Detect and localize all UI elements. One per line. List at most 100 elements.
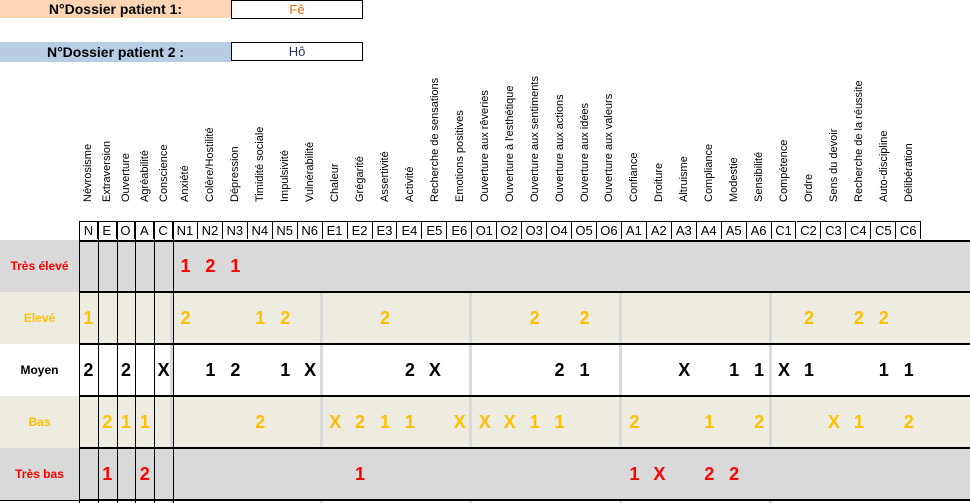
- score-cell[interactable]: 1: [280, 360, 291, 380]
- column-code: O5: [572, 221, 597, 239]
- score-cell[interactable]: 2: [579, 308, 590, 328]
- score-cell[interactable]: 2: [754, 412, 765, 432]
- score-cell[interactable]: 2: [903, 412, 914, 432]
- column-code: N: [79, 221, 98, 239]
- row-band: [79, 448, 970, 500]
- score-cell[interactable]: 2: [529, 308, 540, 328]
- score-cell[interactable]: X: [653, 464, 666, 484]
- column-code: N2: [197, 221, 223, 239]
- score-cell[interactable]: X: [503, 412, 516, 432]
- score-cell[interactable]: 1: [554, 412, 565, 432]
- score-cell[interactable]: 1: [878, 360, 889, 380]
- score-cell[interactable]: 1: [139, 412, 150, 432]
- column-header-label: Modestie: [728, 157, 741, 202]
- score-cell[interactable]: 1: [529, 412, 540, 432]
- column-header: Ordre: [797, 0, 822, 218]
- column-code: E2: [347, 221, 373, 239]
- column-header: Ouverture: [117, 0, 136, 218]
- column-header: Ouverture aux sentiments: [522, 0, 547, 218]
- score-cell[interactable]: 2: [280, 308, 291, 328]
- score-cell[interactable]: 1: [629, 464, 640, 484]
- patient2-value[interactable]: Hô: [231, 42, 363, 61]
- score-cell[interactable]: 2: [139, 464, 150, 484]
- score-cell[interactable]: X: [453, 412, 466, 432]
- score-cell[interactable]: 2: [729, 464, 740, 484]
- column-header-label: Vulnérabilité: [304, 141, 317, 202]
- column-header-label: Ouverture aux rêveries: [478, 90, 491, 202]
- column-code: O6: [596, 221, 622, 239]
- patient1-value[interactable]: Fê: [231, 0, 363, 19]
- score-cell[interactable]: 1: [180, 256, 191, 276]
- score-cell[interactable]: X: [329, 412, 342, 432]
- group-separator: [170, 240, 173, 503]
- column-header-label: Compétence: [778, 139, 791, 202]
- score-cell[interactable]: 1: [205, 360, 216, 380]
- score-cell[interactable]: 2: [205, 256, 216, 276]
- score-cell[interactable]: 2: [230, 360, 241, 380]
- column-header-label: Sens du devoir: [827, 128, 840, 202]
- score-cell[interactable]: 1: [255, 308, 266, 328]
- score-cell[interactable]: 1: [230, 256, 241, 276]
- grid-hline: [0, 395, 970, 397]
- column-header: Compliance: [697, 0, 722, 218]
- score-cell[interactable]: 2: [878, 308, 889, 328]
- score-cell[interactable]: 1: [704, 412, 715, 432]
- score-cell[interactable]: 1: [729, 360, 740, 380]
- score-cell[interactable]: 1: [803, 360, 814, 380]
- score-cell[interactable]: X: [478, 412, 491, 432]
- score-cell[interactable]: 2: [629, 412, 640, 432]
- column-header-label: Recherche de sensations: [428, 77, 441, 202]
- column-code: C1: [771, 221, 797, 239]
- score-cell[interactable]: 2: [704, 464, 715, 484]
- score-cell[interactable]: X: [678, 360, 691, 380]
- score-cell[interactable]: 1: [379, 412, 390, 432]
- score-cell[interactable]: 1: [579, 360, 590, 380]
- score-cell[interactable]: 1: [83, 308, 94, 328]
- score-cell[interactable]: 2: [102, 412, 113, 432]
- score-cell[interactable]: 1: [903, 360, 914, 380]
- grid-hline: [0, 343, 970, 345]
- score-cell[interactable]: X: [778, 360, 791, 380]
- score-cell[interactable]: 2: [255, 412, 266, 432]
- grid-vline: [173, 221, 174, 503]
- score-cell[interactable]: 2: [554, 360, 565, 380]
- column-header-label: Altruisme: [678, 156, 691, 202]
- score-cell[interactable]: 1: [754, 360, 765, 380]
- group-separator: [768, 240, 772, 503]
- column-header: Recherche de sensations: [422, 0, 447, 218]
- score-cell[interactable]: 1: [853, 412, 864, 432]
- column-code: A1: [621, 221, 647, 239]
- score-cell[interactable]: X: [157, 360, 170, 380]
- column-code: N5: [272, 221, 298, 239]
- score-cell[interactable]: 2: [83, 360, 94, 380]
- column-header: Ouverture aux idées: [572, 0, 597, 218]
- column-header: Sens du devoir: [821, 0, 846, 218]
- column-code: A4: [696, 221, 722, 239]
- score-cell[interactable]: 2: [803, 308, 814, 328]
- column-header-label: Emotions positives: [453, 110, 466, 202]
- column-header-label: Timidité sociale: [254, 126, 267, 202]
- column-header: Névrosisme: [79, 0, 98, 218]
- score-cell[interactable]: 1: [120, 412, 131, 432]
- column-code: E: [97, 221, 117, 239]
- score-cell[interactable]: X: [827, 412, 840, 432]
- column-header-label: Ouverture aux idées: [578, 102, 591, 202]
- column-header: Impulsivité: [273, 0, 298, 218]
- column-header-label: Ouverture aux actions: [553, 94, 566, 202]
- score-cell[interactable]: 1: [102, 464, 113, 484]
- score-cell[interactable]: 2: [853, 308, 864, 328]
- score-cell[interactable]: 1: [355, 464, 366, 484]
- score-cell[interactable]: 2: [379, 308, 390, 328]
- column-header: Timidité sociale: [248, 0, 273, 218]
- score-cell[interactable]: 2: [180, 308, 191, 328]
- grid-vline: [116, 221, 118, 503]
- score-cell[interactable]: X: [304, 360, 317, 380]
- row-band: [79, 344, 970, 396]
- score-cell[interactable]: 2: [120, 360, 131, 380]
- score-cell[interactable]: 2: [404, 360, 415, 380]
- score-cell[interactable]: X: [428, 360, 441, 380]
- score-cell[interactable]: 1: [404, 412, 415, 432]
- score-cell[interactable]: 2: [355, 412, 366, 432]
- column-code: O4: [547, 221, 573, 239]
- column-code: O3: [522, 221, 548, 239]
